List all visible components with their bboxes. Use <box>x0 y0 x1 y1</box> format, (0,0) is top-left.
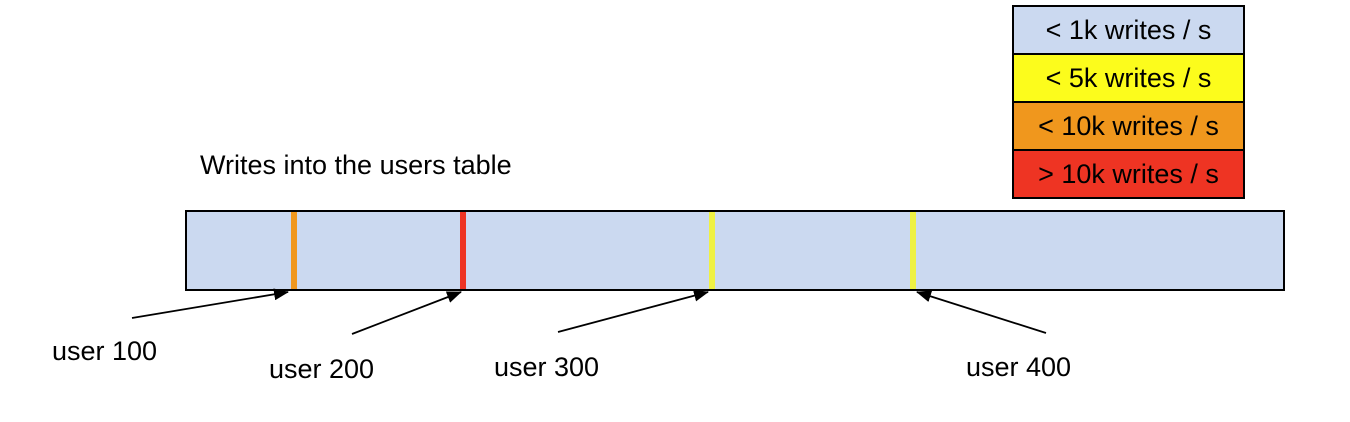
arrow-user-200 <box>351 291 462 335</box>
arrow-user-400 <box>916 290 1047 334</box>
legend-item-label: < 10k writes / s <box>1038 110 1219 141</box>
diagram-title: Writes into the users table <box>200 150 512 180</box>
legend-item-lt10k: < 10k writes / s <box>1014 101 1243 149</box>
label-user-400: user 400 <box>966 352 1072 382</box>
legend-item-gt10k: > 10k writes / s <box>1014 149 1243 197</box>
legend-item-lt5k: < 5k writes / s <box>1014 53 1243 101</box>
hotspot-stripe-user-100 <box>291 212 297 289</box>
legend-item-label: > 10k writes / s <box>1038 158 1219 189</box>
arrow-user-300 <box>557 289 709 333</box>
legend-item-lt1k: < 1k writes / s <box>1014 7 1243 53</box>
legend: < 1k writes / s < 5k writes / s < 10k wr… <box>1012 5 1245 199</box>
legend-item-label: < 1k writes / s <box>1045 14 1212 45</box>
hotspot-stripe-user-200 <box>460 212 466 289</box>
label-user-300: user 300 <box>494 352 600 382</box>
legend-item-label: < 5k writes / s <box>1045 62 1212 93</box>
users-table-bar <box>185 210 1285 291</box>
arrow-user-100 <box>131 288 289 319</box>
label-user-200: user 200 <box>269 354 375 384</box>
label-user-100: user 100 <box>52 336 158 366</box>
hotspot-stripe-user-300 <box>709 212 715 289</box>
hotspot-stripe-user-400 <box>910 212 916 289</box>
